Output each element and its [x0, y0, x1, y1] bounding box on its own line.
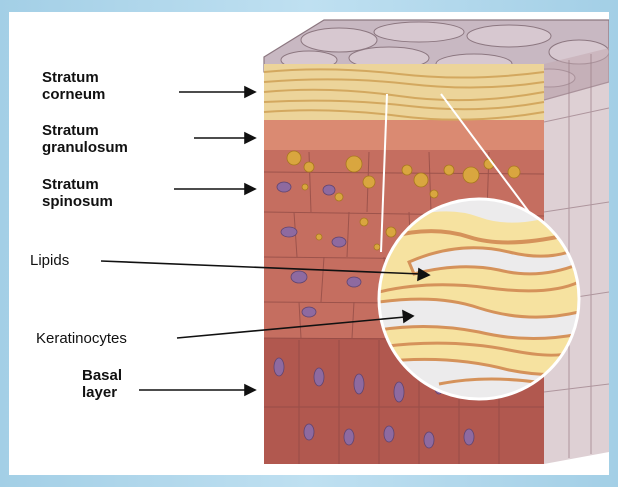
layer-granulosum: [264, 120, 544, 152]
arrow-icon: [245, 385, 255, 395]
arrow-icon: [245, 184, 255, 194]
label-stratum-granulosum: Stratum granulosum: [42, 122, 128, 156]
label-stratum-spinosum: Stratum spinosum: [42, 176, 113, 210]
label-lipids: Lipids: [30, 252, 69, 269]
arrow-icon: [245, 133, 255, 143]
label-stratum-corneum: Stratum corneum: [42, 69, 105, 103]
layer-corneum: [264, 64, 544, 122]
figure-panel: Stratum corneum Stratum granulosum Strat…: [9, 12, 609, 475]
label-keratinocytes: Keratinocytes: [36, 330, 127, 347]
arrow-icon: [245, 87, 255, 97]
label-basal-layer: Basal layer: [82, 367, 122, 401]
